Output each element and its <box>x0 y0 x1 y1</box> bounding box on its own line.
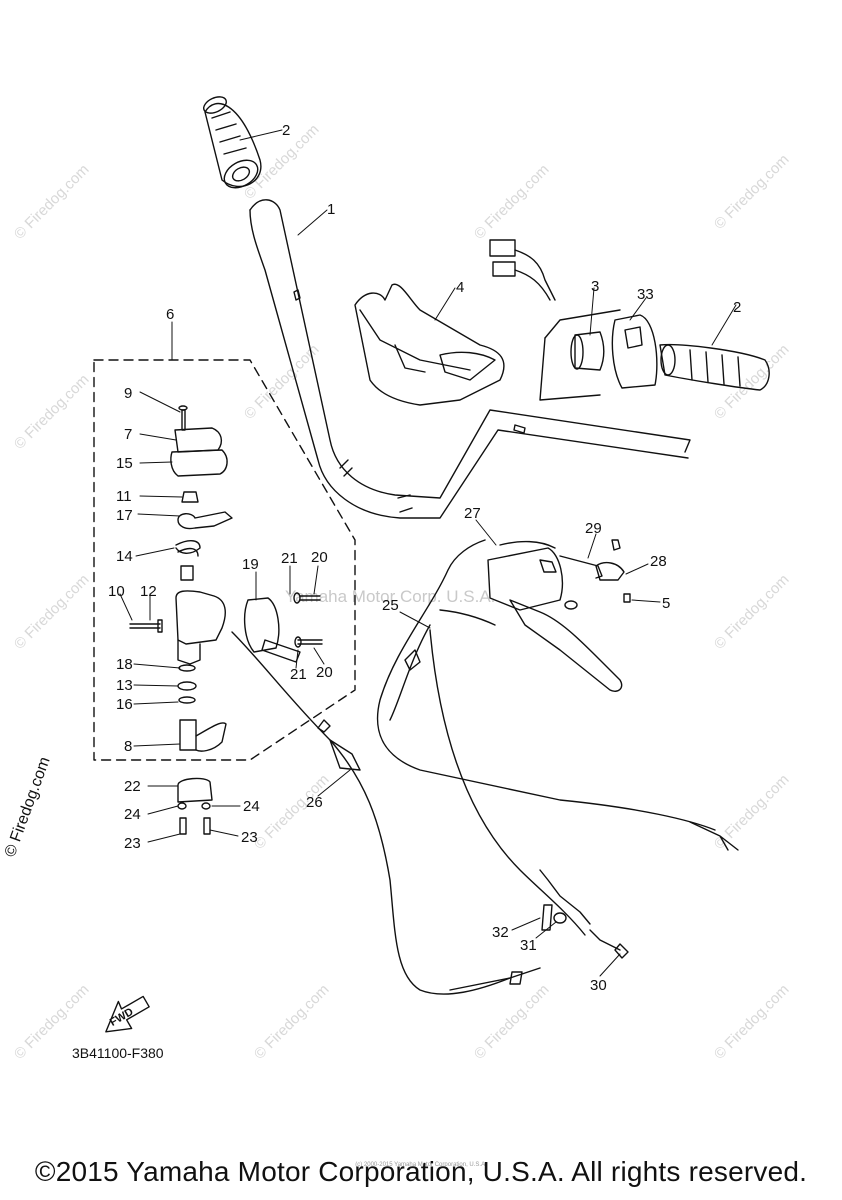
leader-lines <box>119 129 737 977</box>
callout-27: 27 <box>464 505 481 522</box>
callout-20: 20 <box>316 664 333 681</box>
callout-23: 23 <box>241 829 258 846</box>
callout-5: 5 <box>662 595 670 612</box>
watermark-text: © Firedog.com <box>711 341 793 423</box>
callout-24: 24 <box>243 798 260 815</box>
drawing-layer <box>93 96 770 1033</box>
callout-23: 23 <box>124 835 141 852</box>
callout-labels: 2 1 4 3 33 2 6 9 7 15 11 17 14 10 12 19 … <box>108 122 741 994</box>
callout-29: 29 <box>585 520 602 537</box>
callout-21: 21 <box>281 550 298 567</box>
callout-15: 15 <box>116 455 133 472</box>
callout-7: 7 <box>124 426 132 443</box>
fwd-label: FWD <box>108 1006 136 1029</box>
callout-11: 11 <box>116 488 132 505</box>
callout-26: 26 <box>306 794 323 811</box>
handlebar-cover <box>354 283 505 406</box>
callout-19: 19 <box>242 556 259 573</box>
callout-6: 6 <box>166 306 174 323</box>
fwd-arrow-shape <box>105 995 150 1033</box>
small-notice: (c) 2000-2015 Yamaha Motor Corporation, … <box>355 1162 487 1168</box>
callout-1: 1 <box>327 201 335 218</box>
cables <box>231 539 739 995</box>
watermark-text: © Firedog.com <box>11 371 93 453</box>
side-watermark: © Firedog.com <box>2 755 54 860</box>
callout-21: 21 <box>290 666 307 683</box>
callout-18: 18 <box>116 656 133 673</box>
watermark-text: © Firedog.com <box>11 571 93 653</box>
callout-4: 4 <box>456 279 464 296</box>
callout-13: 13 <box>116 677 133 694</box>
callout-31: 31 <box>520 937 537 954</box>
watermark-text: © Firedog.com <box>241 341 323 423</box>
callout-17: 17 <box>116 507 133 524</box>
callout-3: 3 <box>591 278 599 295</box>
callout-8: 8 <box>124 738 132 755</box>
callout-2: 2 <box>733 299 741 316</box>
watermark-text: © Firedog.com <box>471 161 553 243</box>
callout-9: 9 <box>124 385 132 402</box>
clamp-parts <box>177 777 213 835</box>
watermark-text: © Firedog.com <box>711 571 793 653</box>
callout-28: 28 <box>650 553 667 570</box>
watermark-text: © Firedog.com <box>11 161 93 243</box>
center-watermark: Yamaha Motor Corp. U.S.A. <box>285 587 495 606</box>
callout-10: 10 <box>108 583 125 600</box>
callout-25: 25 <box>382 597 399 614</box>
callout-33: 33 <box>637 286 654 303</box>
watermark-text: © Firedog.com <box>711 981 793 1063</box>
callout-12: 12 <box>140 583 157 600</box>
callout-16: 16 <box>116 696 133 713</box>
callout-24: 24 <box>124 806 141 823</box>
callout-2: 2 <box>282 122 290 139</box>
copyright-footer: ©2015 Yamaha Motor Corporation, U.S.A. A… <box>34 1156 808 1187</box>
callout-20: 20 <box>311 549 328 566</box>
watermark-text: © Firedog.com <box>251 981 333 1063</box>
watermark-text: © Firedog.com <box>251 771 333 853</box>
left-parts <box>129 405 323 752</box>
callout-14: 14 <box>116 548 133 565</box>
left-assembly-box <box>93 359 356 761</box>
diagram-code: 3B41100-F380 <box>72 1045 164 1061</box>
grip-left <box>203 96 262 189</box>
right-master-cylinder <box>487 539 631 692</box>
watermark-text: © Firedog.com <box>711 151 793 233</box>
callout-22: 22 <box>124 778 141 795</box>
handlebar <box>249 199 691 519</box>
callout-30: 30 <box>590 977 607 994</box>
watermark-text: © Firedog.com <box>471 981 553 1063</box>
callout-32: 32 <box>492 924 509 941</box>
right-switch-assembly <box>489 239 770 401</box>
